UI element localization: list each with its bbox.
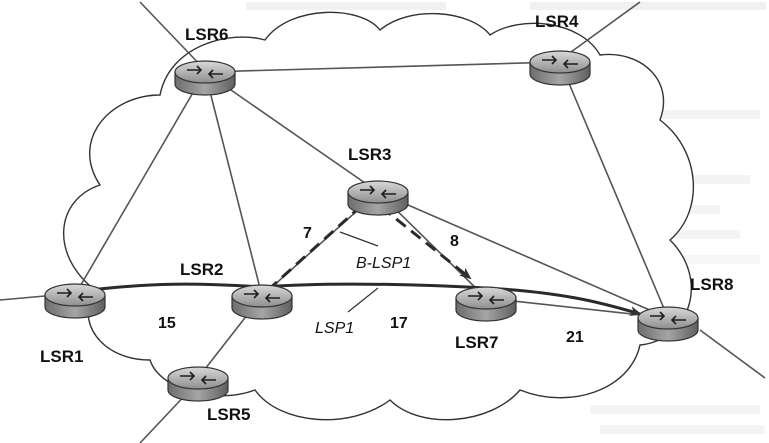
routers [44,50,699,402]
label-lsr2: LSR2 [180,260,223,279]
label-lsp1: LSP1 [315,320,354,337]
ext-link-lsr1 [0,295,46,301]
link-lsr3-lsr8 [377,191,669,319]
router-lsr1-icon [44,283,106,319]
label-link-15: 15 [158,315,176,332]
ext-link-lsr8 [699,329,766,379]
label-link-17: 17 [390,315,408,332]
label-lsr1: LSR1 [40,347,83,366]
network-cloud [62,11,695,421]
link-lsr6-lsr3 [204,71,379,193]
label-lsr3: LSR3 [348,145,391,164]
label-lsr6: LSR6 [185,25,228,44]
label-lsr4: LSR4 [535,12,579,31]
link-lsr6-lsr2 [204,71,263,297]
link-lsr1-lsr6 [74,71,206,296]
router-lsr7-icon [455,286,517,322]
label-link-7: 7 [303,225,312,242]
link-lsr6-lsr4 [204,61,561,73]
lsp1-leader [347,287,379,313]
link-lsr4-lsr8 [559,61,669,319]
label-lsr5: LSR5 [207,405,250,424]
label-leaders [339,231,379,313]
b-lsp1-leader [339,231,379,247]
label-lsr7: LSR7 [455,333,498,352]
router-lsr4-icon [529,50,591,86]
lsp1-path [74,282,642,316]
label-link-21: 21 [566,329,584,346]
router-lsr3-icon [347,180,409,216]
label-link-8: 8 [450,233,459,250]
internal-links [74,61,669,379]
ext-link-lsr6 [139,1,206,71]
router-lsr2-icon [231,284,293,320]
label-lsr8: LSR8 [690,275,733,294]
router-lsr8-icon [637,306,699,342]
router-lsr5-icon [167,366,229,402]
ext-link-lsr4 [559,1,641,61]
router-lsr6-icon [174,60,236,96]
label-b-lsp1: B-LSP1 [356,255,411,272]
